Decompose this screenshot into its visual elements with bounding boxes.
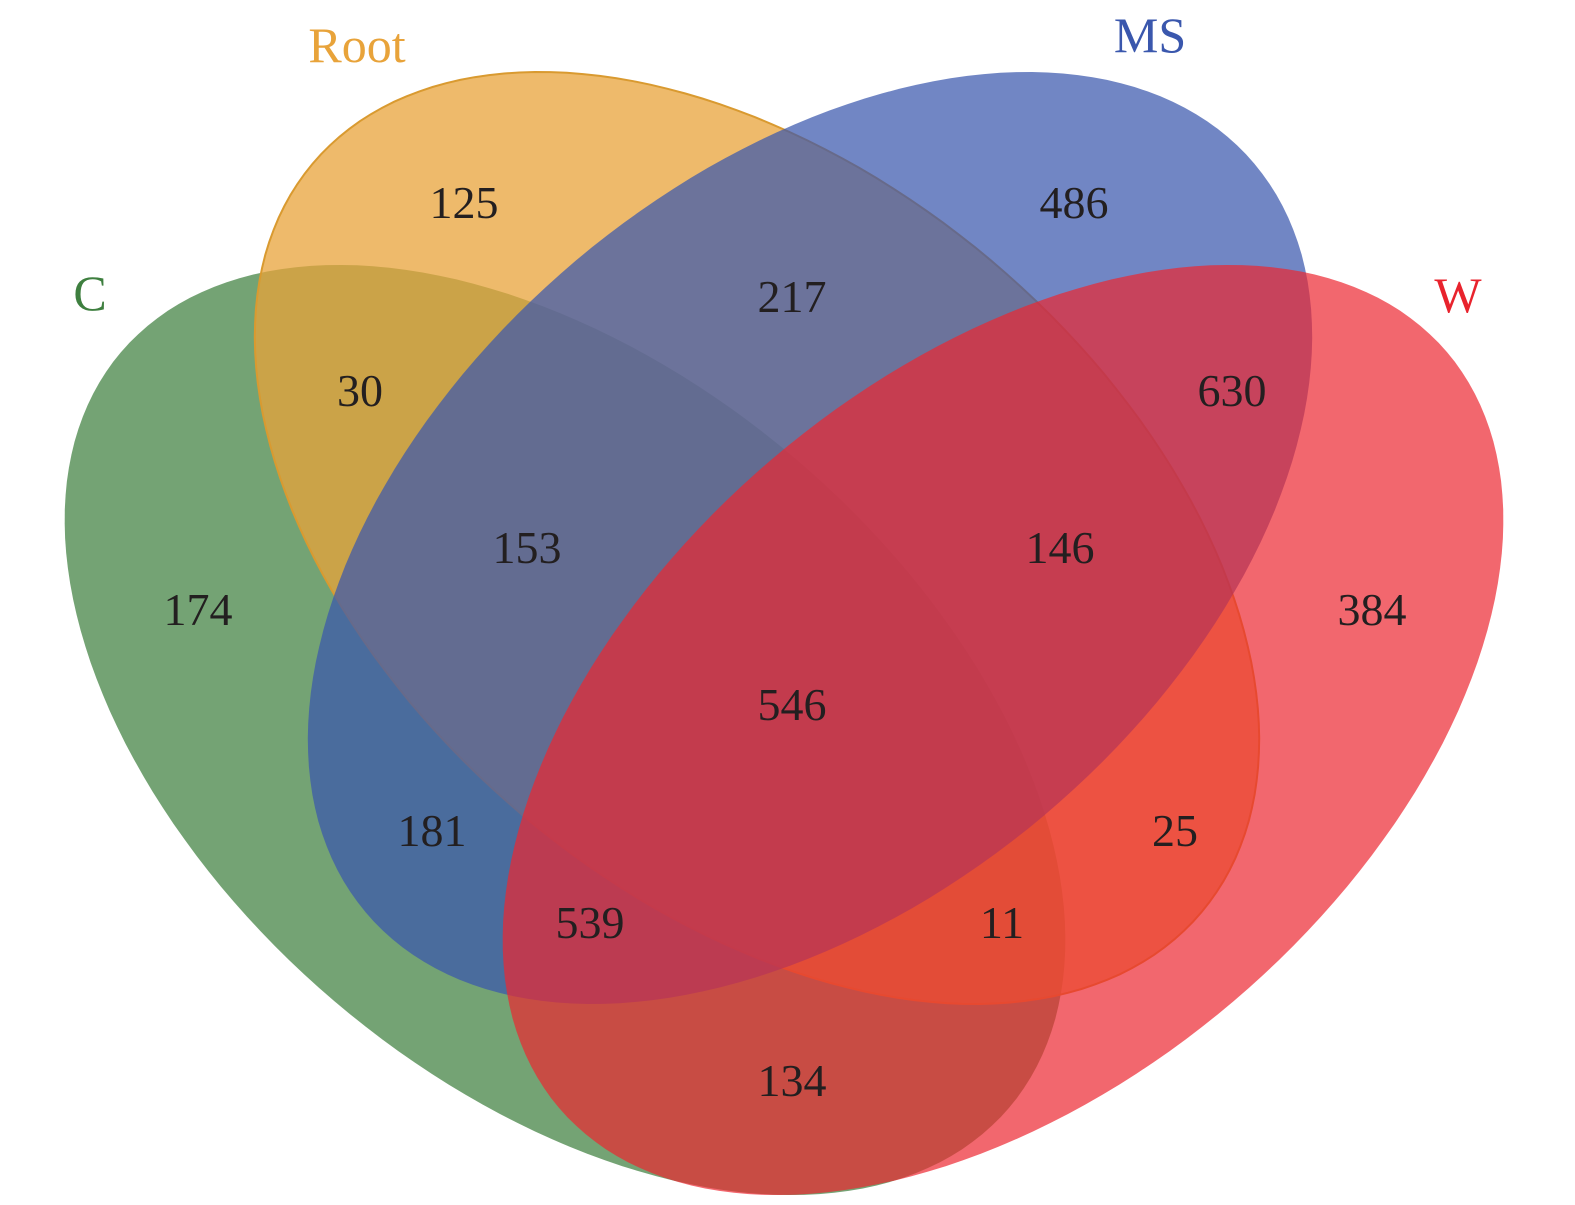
region-root-ms-w: 146 — [1026, 522, 1095, 573]
set-label-c: C — [73, 265, 106, 321]
region-root-ms: 217 — [758, 271, 827, 322]
region-all: 546 — [758, 679, 827, 730]
region-root-w: 25 — [1152, 805, 1198, 856]
region-c-root-w: 11 — [980, 897, 1024, 948]
set-w-ellipse — [502, 265, 1504, 1195]
region-w-only: 384 — [1338, 584, 1407, 635]
region-ms-only: 486 — [1040, 177, 1109, 228]
region-root-only: 125 — [430, 177, 499, 228]
region-ms-w: 630 — [1198, 365, 1267, 416]
region-c-ms: 181 — [398, 805, 467, 856]
set-label-ms: MS — [1114, 7, 1186, 63]
set-label-w: W — [1434, 267, 1482, 323]
region-c-root-ms: 153 — [493, 522, 562, 573]
set-label-root: Root — [308, 17, 405, 73]
region-c-w: 134 — [758, 1055, 827, 1106]
region-c-ms-w: 539 — [556, 897, 625, 948]
region-c-only: 174 — [164, 584, 233, 635]
region-c-root: 30 — [337, 365, 383, 416]
